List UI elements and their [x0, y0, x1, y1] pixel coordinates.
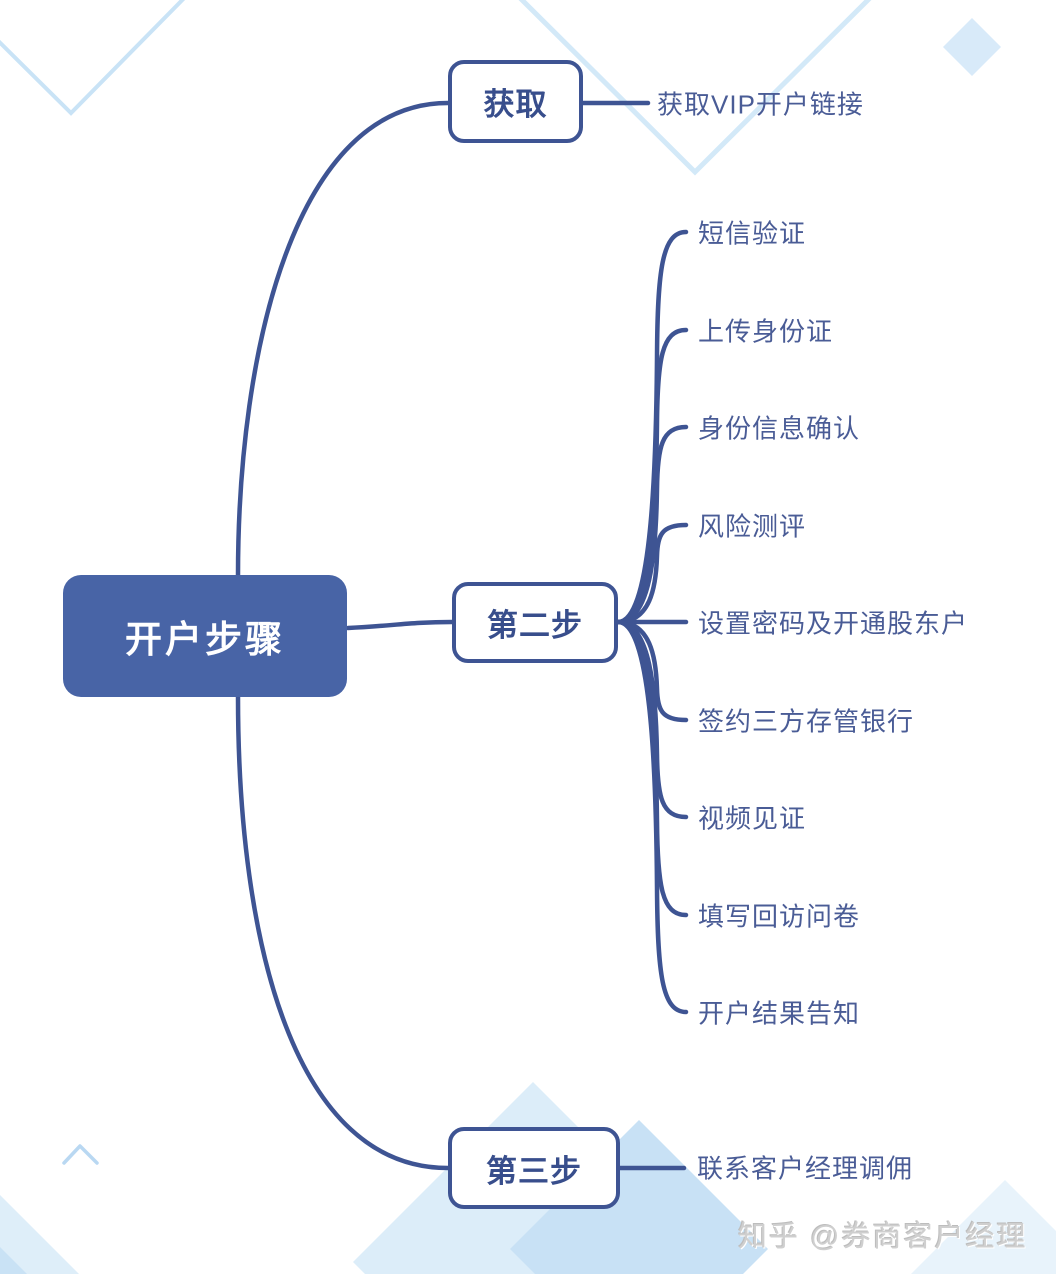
connector-lines — [235, 100, 689, 1171]
leaf-sms-verification[interactable]: 短信验证 — [698, 218, 807, 249]
leaf-risk-assessment[interactable]: 风险测评 — [698, 511, 807, 542]
decor-diamond-bottom-right-faint — [911, 1180, 1056, 1274]
connector-step2-to-leaf-9 — [615, 619, 689, 1015]
decor-chevron-bottom-left — [62, 1144, 99, 1165]
branch-node-step2[interactable]: 第二步 — [452, 582, 618, 663]
connector-step2-to-leaf-2 — [615, 327, 689, 625]
root-node[interactable]: 开户步骤 — [63, 575, 347, 697]
connector-root-to-step3 — [235, 694, 451, 1171]
leaf-contact-manager[interactable]: 联系客户经理调佣 — [697, 1153, 914, 1184]
leaf-identity-confirm[interactable]: 身份信息确认 — [698, 413, 861, 444]
branch-node-step3-label: 第三步 — [486, 1153, 582, 1189]
connector-step2-to-leaf-6 — [615, 619, 689, 723]
decor-diamond-solid-top-right — [943, 18, 1001, 76]
connector-step2-to-leaf-3 — [615, 424, 689, 625]
leaf-upload-id-card[interactable]: 上传身份证 — [698, 316, 834, 347]
leaf-video-witness[interactable]: 视频见证 — [698, 803, 807, 834]
branch-node-step2-label: 第二步 — [487, 608, 583, 643]
watermark-zhihu: 知乎 @券商客户经理 — [738, 1221, 1028, 1253]
connector-step2-to-leaf-4 — [615, 522, 689, 625]
decor-diamond-outline-top-center — [518, 0, 872, 176]
branch-node-step1-label: 获取 — [483, 87, 548, 122]
leaf-set-password-shareholder[interactable]: 设置密码及开通股东户 — [698, 608, 969, 639]
leaf-callback-questionnaire[interactable]: 填写回访问卷 — [698, 901, 861, 932]
leaf-third-party-bank[interactable]: 签约三方存管银行 — [698, 706, 915, 737]
connector-root-to-step2 — [345, 619, 455, 631]
root-node-label: 开户步骤 — [125, 619, 285, 660]
leaf-result-notification[interactable]: 开户结果告知 — [698, 998, 861, 1029]
leaf-step1-link[interactable]: 获取VIP开户链接 — [657, 89, 864, 120]
decor-diamond-outline-top-left — [0, 0, 186, 116]
decor-diamond-bottom-left-medium — [0, 1247, 27, 1274]
branch-node-step3[interactable]: 第三步 — [448, 1127, 620, 1209]
connector-root-to-step1 — [235, 100, 451, 578]
branch-node-step1[interactable]: 获取 — [448, 60, 583, 143]
decor-diamond-bottom-left-light — [0, 1195, 79, 1274]
decor-diamond-bottom-center-medium — [510, 1120, 768, 1274]
